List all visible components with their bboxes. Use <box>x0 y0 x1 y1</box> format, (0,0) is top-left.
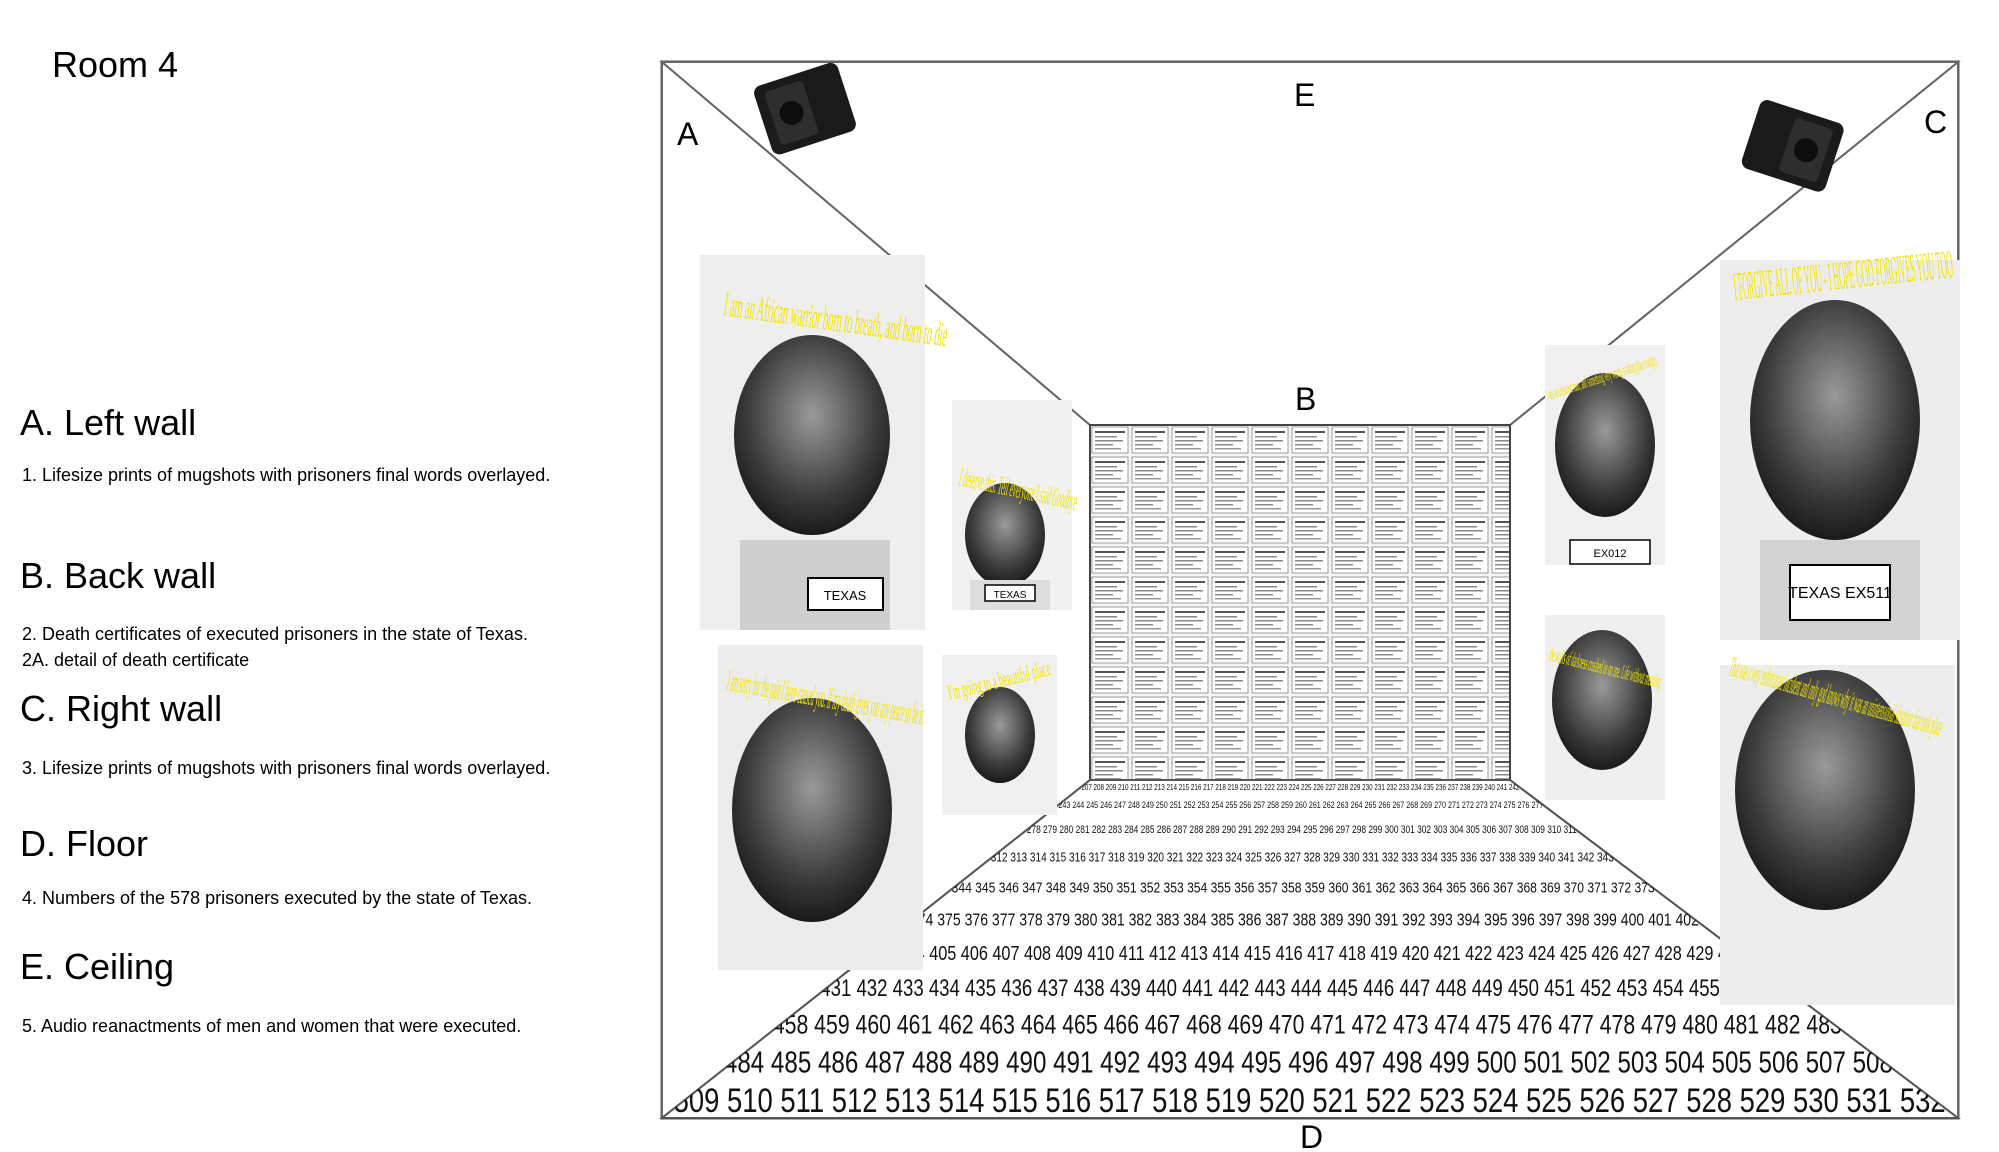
legend-heading-right-wall: C. Right wall <box>20 688 223 729</box>
floor-number-row: 344 345 346 347 348 349 350 351 352 353 … <box>952 879 1655 896</box>
speaker-icon-right <box>1741 100 1844 192</box>
mugshot-5-placard: EX012 <box>1593 548 1626 560</box>
mugshot-6: TEXAS EX511 I FORGIVE ALL OF YOU - I HOP… <box>1720 241 1960 640</box>
floor-number-row: 278 279 280 281 282 283 284 285 286 287 … <box>1027 824 1577 836</box>
floor-number-row: 431 432 433 434 435 436 437 438 439 440 … <box>820 975 1792 1002</box>
legend-heading-back-wall: B. Back wall <box>20 555 217 596</box>
wall-letter-d: D <box>1300 1119 1323 1152</box>
floor-number-row: 484 485 486 487 488 489 490 491 492 493 … <box>724 1045 1893 1079</box>
mugshot-3: I am sorry for the pain I have caused yo… <box>718 645 927 970</box>
floor-number-row: 374 375 376 377 378 379 380 381 382 383 … <box>910 909 1699 929</box>
mugshot-2: TEXAS I deserve this. Tell everyone I sa… <box>952 400 1080 610</box>
floor-number-row: 458 459 460 461 462 463 464 465 466 467 … <box>773 1010 1842 1040</box>
mugshot-1: TEXAS I am an African warrior born to br… <box>700 255 950 630</box>
mugshot-5: EX012 I am an innocent man, and somethin… <box>1544 345 1665 565</box>
floor-number-row: 403 404 405 406 407 408 409 410 411 412 … <box>866 942 1745 965</box>
speaker-icon-left <box>754 62 856 155</box>
wall-letter-c: C <box>1924 104 1947 140</box>
floor-number-row: 243 244 245 246 247 248 249 250 251 252 … <box>1058 800 1543 810</box>
mugshot-2-placard: TEXAS <box>994 590 1027 601</box>
legend-desc-right-wall: 3. Lifesize prints of mugshots with pris… <box>22 758 551 778</box>
mugshot-8: That was a very unfortunate incident and… <box>1720 652 1955 1005</box>
back-wall-certificates <box>1089 424 1511 781</box>
floor-number-row: 312 313 314 315 316 317 318 319 320 321 … <box>991 849 1614 864</box>
floor-numbers: 207 208 209 210 211 212 213 214 215 216 … <box>674 783 1946 1120</box>
legend-desc-left-wall: 1. Lifesize prints of mugshots with pris… <box>22 465 551 485</box>
mugshot-7: the walls of darkness crushed in on me. … <box>1545 615 1665 800</box>
legend-heading-left-wall: A. Left wall <box>20 402 197 443</box>
legend-desc-floor: 4. Numbers of the 578 prisoners executed… <box>22 888 532 908</box>
room-title: Room 4 <box>52 44 179 85</box>
wall-letter-b: B <box>1295 381 1316 417</box>
legend-desc-ceiling: 5. Audio reanactments of men and women t… <box>22 1016 522 1036</box>
legend-desc-back-wall-detail: 2A. detail of death certificate <box>22 650 250 670</box>
floor-number-row: 509 510 511 512 513 514 515 516 517 518 … <box>674 1082 1946 1120</box>
wall-letter-e: E <box>1294 77 1315 113</box>
wall-letter-a: A <box>677 116 699 152</box>
floor-number-row: 207 208 209 210 211 212 213 214 215 216 … <box>1081 783 1519 792</box>
legend-heading-ceiling: E. Ceiling <box>20 946 175 987</box>
legend-desc-back-wall: 2. Death certificates of executed prison… <box>22 624 528 644</box>
mugshot-6-placard: TEXAS EX511 <box>1788 585 1892 602</box>
legend-heading-floor: D. Floor <box>20 823 149 864</box>
mugshot-4: I'm going to a beautiful place <box>942 655 1057 815</box>
mugshot-1-placard: TEXAS <box>824 588 867 603</box>
floor <box>659 779 1961 1119</box>
